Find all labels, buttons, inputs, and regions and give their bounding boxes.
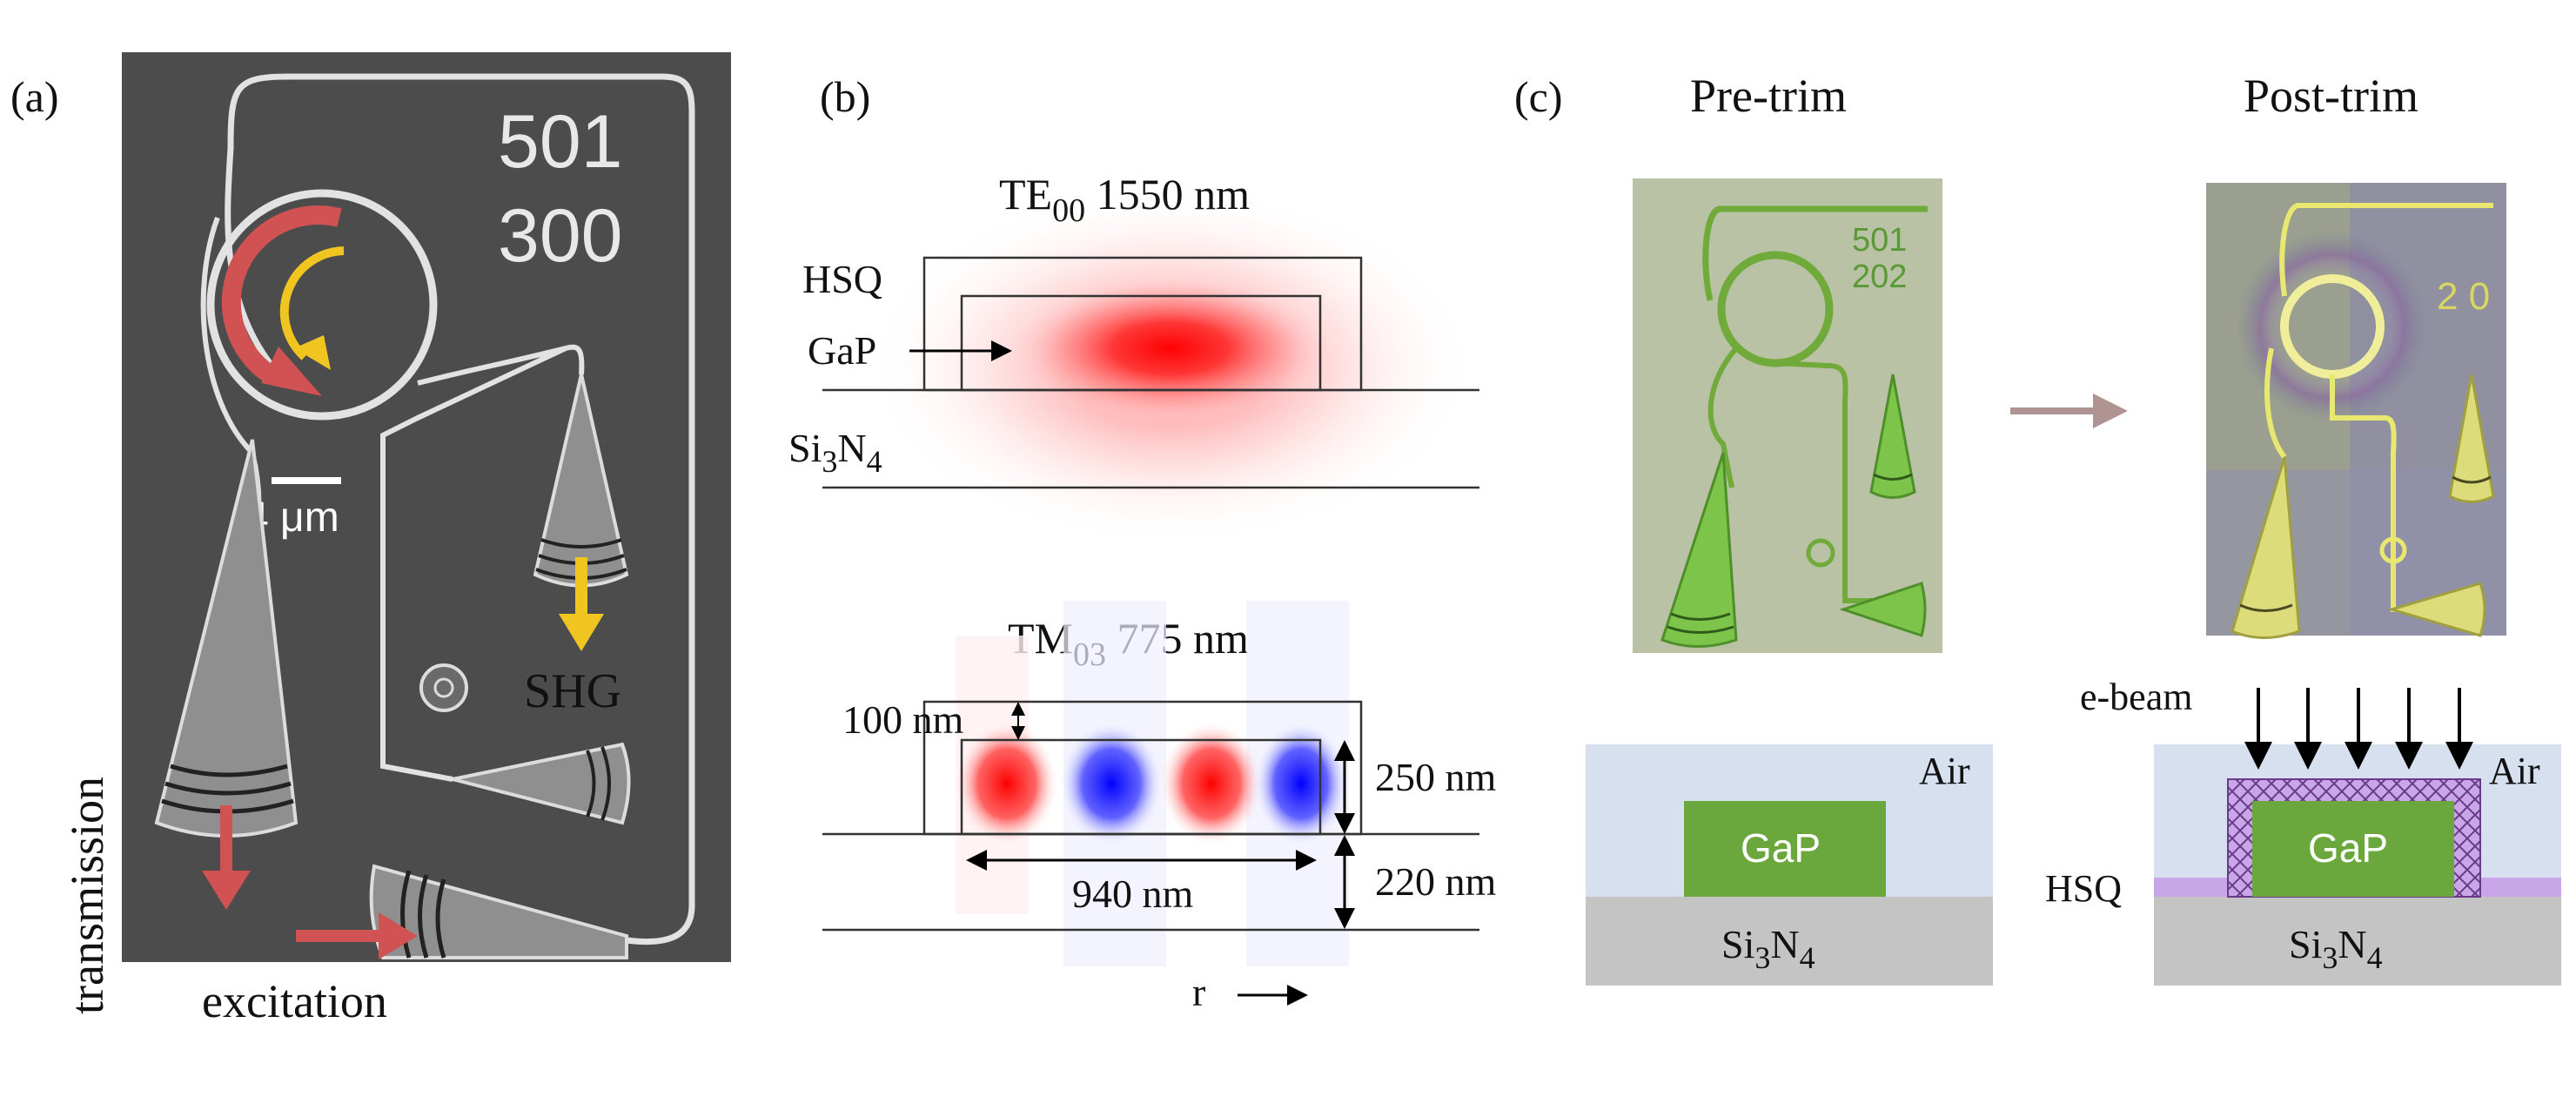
- tm-lobe-1: [955, 721, 1059, 846]
- dim-250-label: 250 nm: [1375, 755, 1497, 799]
- tm-lobe-3: [1159, 721, 1264, 846]
- trim-arrowhead: [2093, 394, 2128, 428]
- red-circular-arrowhead: [261, 347, 322, 396]
- dim-100-label: 100 nm: [842, 697, 964, 742]
- pre-trim-cross-section: GaP Air Si3N4: [1586, 744, 1993, 986]
- tm-lobe-2: [1059, 721, 1164, 846]
- post-chip-number: 2 0: [2437, 275, 2490, 318]
- si3n4-label-right: Si3N4: [2289, 922, 2383, 975]
- grating-coupler-horizontal: [452, 742, 631, 825]
- pre-trim-title: Pre-trim: [1690, 70, 1847, 122]
- substrate-right: [2154, 897, 2561, 986]
- panel-c: (c) Pre-trim Post-trim 501 202: [1514, 70, 2561, 986]
- pre-trim-image: 501 202: [1633, 178, 1942, 653]
- air-label-left: Air: [1919, 750, 1970, 792]
- yellow-circular-arrowhead: [294, 335, 331, 370]
- grating-coupler-excitation: [369, 864, 628, 959]
- post-trim-cross-section: GaP Air HSQ Si3N4 e-beam: [2045, 676, 2561, 986]
- transmission-label: transmission: [61, 777, 113, 1014]
- yellow-circular-arrow: [279, 246, 345, 360]
- substrate-left: [1586, 897, 1993, 986]
- post-trim-title: Post-trim: [2244, 70, 2418, 122]
- hsq-label-c: HSQ: [2045, 867, 2122, 910]
- red-circular-arrow: [221, 205, 342, 383]
- panel-a-label: (a): [10, 72, 59, 121]
- gap-label-right: GaP: [2308, 825, 2388, 871]
- shg-label: SHG: [524, 664, 621, 718]
- hsq-label-b: HSQ: [802, 257, 882, 301]
- ebeam-arrows: [2244, 688, 2473, 770]
- panel-c-label: (c): [1514, 72, 1563, 121]
- dim-220-label: 220 nm: [1375, 859, 1497, 904]
- gap-label-left: GaP: [1741, 825, 1821, 871]
- excitation-label: excitation: [202, 975, 387, 1027]
- ring-resonator: [206, 189, 438, 421]
- chip-number-bottom: 300: [498, 194, 623, 278]
- te-mode-field: [1005, 274, 1336, 422]
- panel-b-label: (b): [820, 72, 870, 121]
- si3n4-label-left: Si3N4: [1721, 922, 1815, 975]
- panel-b: (b) TE00 1550 nm HSQ GaP Si3N4 TM03 775 …: [788, 72, 1497, 1014]
- post-trim-image: 2 0: [2206, 183, 2506, 639]
- ebeam-label: e-beam: [2080, 676, 2192, 718]
- pre-chip-number-top: 501: [1852, 222, 1907, 259]
- drop-waveguide: [380, 344, 585, 782]
- tm-lobe-4: [1253, 721, 1349, 846]
- gap-waveguide-left: [1684, 801, 1886, 897]
- panel-a: (a) 501 300 4 μm: [10, 52, 731, 1027]
- gap-waveguide-right: [2252, 801, 2454, 897]
- air-label-right: Air: [2489, 750, 2540, 792]
- excitation-arrowhead: [379, 912, 418, 959]
- gap-label-b: GaP: [808, 328, 876, 373]
- pre-chip-number-bottom: 202: [1852, 259, 1907, 295]
- transmission-arrowhead: [202, 871, 251, 910]
- chip-number-top: 501: [498, 100, 623, 184]
- dim-940-label: 940 nm: [1072, 872, 1194, 916]
- alignment-disk: [419, 663, 468, 712]
- si3n4-label-b: Si3N4: [788, 426, 882, 479]
- r-axis-label: r: [1192, 970, 1205, 1014]
- shg-arrowhead: [559, 614, 604, 651]
